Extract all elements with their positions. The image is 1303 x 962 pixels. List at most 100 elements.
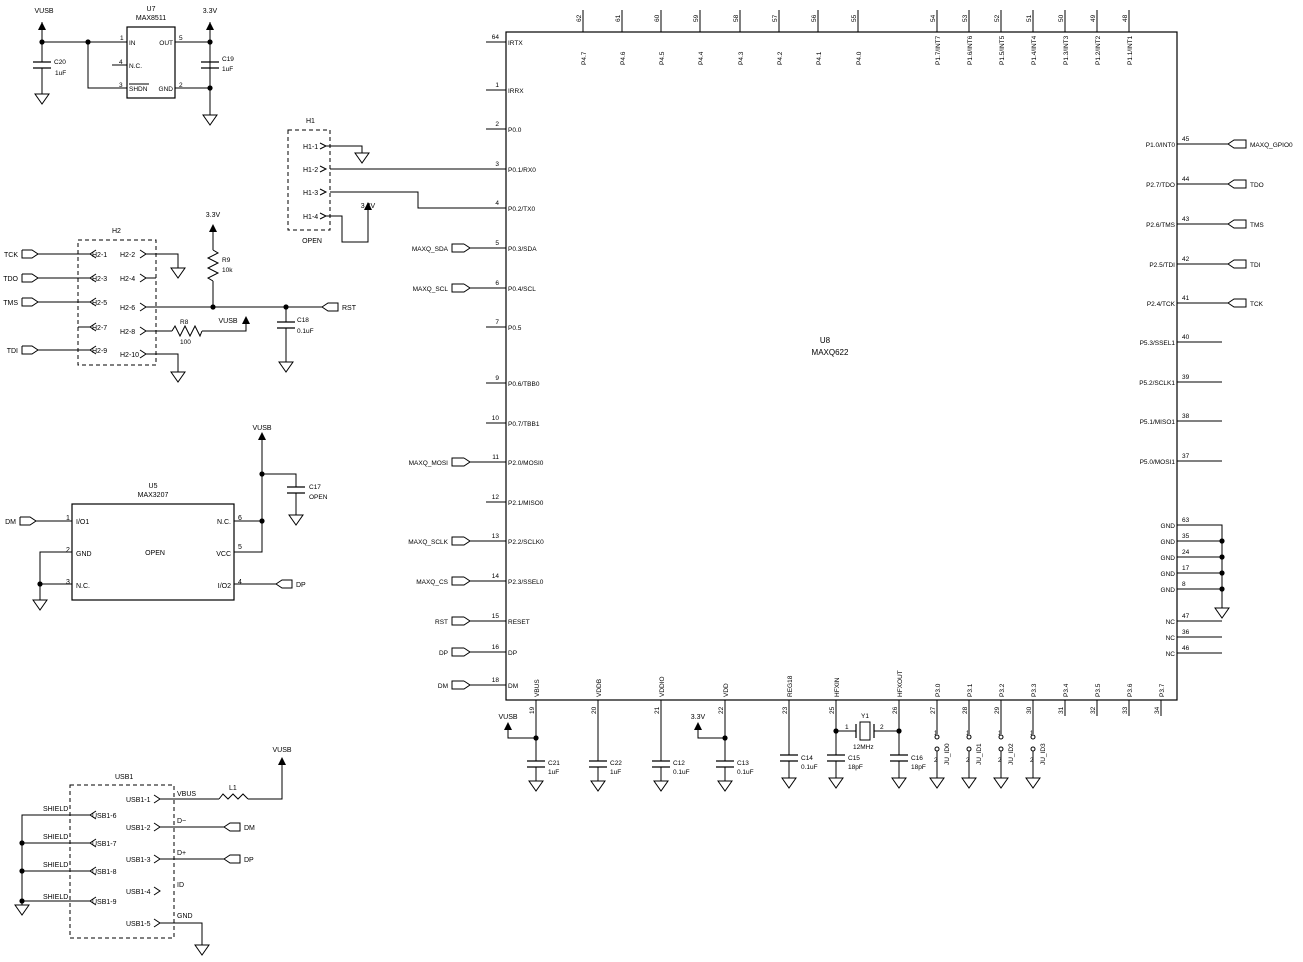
net-port [1227, 259, 1247, 269]
u8-pin-label: P5.3/SSEL1 [1140, 340, 1176, 347]
ground-symbol [194, 944, 210, 956]
u8-pin-number: 43 [1182, 216, 1190, 223]
u8-pin-label: GND [1161, 523, 1176, 530]
r8-ref: R8 [180, 319, 189, 326]
u7-num-out: 5 [179, 35, 183, 42]
u8-pin-label: P3.2 [999, 683, 1006, 697]
u8-pin-label: GND [1161, 587, 1176, 594]
h2-pin-label: H2-3 [92, 276, 107, 283]
net-port [451, 243, 471, 253]
svg-text:H1-1: H1-1 [303, 144, 318, 151]
u8-pin-label: P2.6/TMS [1146, 222, 1176, 229]
u8-pin-number: 47 [1182, 613, 1190, 620]
power-label: VUSB [272, 747, 291, 754]
u8-pin-label: P1.5/INT5 [999, 35, 1006, 65]
u5-num-ncr: 6 [238, 515, 242, 522]
jumper-label: JU_ID3 [1040, 743, 1047, 765]
u7-num-in: 1 [120, 35, 124, 42]
u8-pin-label: P1.4/INT4 [1031, 35, 1038, 65]
u8-pin-label: VDD [723, 683, 730, 697]
u8-pin-label: P5.0/MOSI1 [1140, 459, 1176, 466]
u8-pin-number: 21 [654, 706, 661, 714]
ground-symbol [717, 780, 733, 792]
u8-pin-number: 35 [1182, 533, 1190, 540]
power-arrow [364, 202, 372, 210]
u5-num-io2: 4 [238, 579, 242, 586]
u8-pin-label: P5.2/SCLK1 [1139, 380, 1175, 387]
usb1-pin-label: USB1-3 [126, 857, 151, 864]
h2-pin-label: H2-10 [120, 352, 139, 359]
u8-pin-label: P0.4/SCL [508, 286, 536, 293]
u8-pin-label: P3.7 [1159, 683, 1166, 697]
u8-pin-number: 37 [1182, 453, 1190, 460]
c19-ref: C19 [222, 56, 234, 63]
u8-net-label: DM [438, 683, 448, 690]
u8-pin-number: 16 [492, 644, 500, 651]
jumper-pin: 1 [1030, 731, 1034, 737]
c14-ref: C14 [801, 755, 813, 762]
tms-net: TMS [3, 300, 18, 307]
u5-body-note: OPEN [145, 550, 165, 557]
h1-outline [287, 129, 331, 231]
r8-value: 100 [180, 339, 191, 346]
u8-pin-number: 28 [962, 706, 969, 714]
net-port [1227, 139, 1247, 149]
power-label: 3.3V [691, 714, 706, 721]
u8-pin-number: 1 [495, 82, 499, 89]
u8-pin-number: 51 [1026, 14, 1033, 22]
u8-pin-label: P3.1 [967, 683, 974, 697]
u8-pin-number: 42 [1182, 256, 1190, 263]
u8-pin-label: P0.0 [508, 127, 522, 134]
u5-pin-gnd: GND [76, 551, 92, 558]
u5-num-gnd: 2 [66, 547, 70, 554]
power-label: 3.3V [361, 203, 376, 210]
net-port [451, 680, 471, 690]
u8-pin-label: P0.7/TBB1 [508, 421, 540, 428]
u8-pin-number: 36 [1182, 629, 1190, 636]
u8-pin-number: 3 [495, 161, 499, 168]
net-port [451, 647, 471, 657]
power-label: 3.3V [203, 8, 218, 15]
u8-pin-number: 2 [495, 121, 499, 128]
u8-pin-label: P4.4 [698, 51, 705, 65]
net-port [451, 457, 471, 467]
y1-value: 12MHz [853, 744, 874, 751]
usb1-pin-arrow [153, 822, 161, 832]
net-port [321, 302, 339, 312]
net-port [451, 283, 471, 293]
h2-pin-label: H2-9 [92, 348, 107, 355]
u7-part: MAX8511 [136, 15, 166, 22]
jumper-label: JU_ID2 [1008, 743, 1015, 765]
h2-pin-label: H2-6 [120, 305, 135, 312]
usb1-pin-label: USB1-6 [92, 813, 117, 820]
u7-num-gnd: 2 [179, 82, 183, 89]
u8-pin-label: VBUS [534, 679, 541, 697]
usb1-outline [69, 784, 175, 939]
net-port [1227, 219, 1247, 229]
c18-ref: C18 [297, 317, 309, 324]
ground-symbol [34, 93, 50, 105]
u8-pin-label: P4.2 [777, 51, 784, 65]
u7-num-nc: 4 [119, 59, 123, 66]
usb-dm-net: DM [244, 825, 255, 832]
usb1-pin-arrow [153, 854, 161, 864]
u8-pin-number: 56 [811, 14, 818, 22]
ground-symbol [1214, 607, 1230, 619]
u8-net-label: TCK [1250, 301, 1264, 308]
y1-ref: Y1 [861, 713, 869, 720]
u8-pin-label: P4.5 [659, 51, 666, 65]
svg-text:H1-2: H1-2 [303, 167, 318, 174]
u8-pin-number: 18 [492, 677, 500, 684]
tdo-net: TDO [3, 276, 18, 283]
u8-net-label: MAXQ_GPIO0 [1250, 142, 1293, 149]
u8-pin-number: 33 [1122, 706, 1129, 714]
tck-net: TCK [4, 252, 18, 259]
u8-net-label: MAXQ_SCLK [408, 539, 448, 546]
u8-pin-number: 59 [693, 14, 700, 22]
u7-pin-gnd: GND [159, 86, 174, 93]
u5-pin-io1: I/O1 [76, 519, 89, 526]
u8-pin-label: P0.3/SDA [508, 246, 537, 253]
svg-text:H1-3: H1-3 [303, 190, 318, 197]
u8-pin-number: 17 [1182, 565, 1190, 572]
u8-pin-label: P4.3 [738, 51, 745, 65]
